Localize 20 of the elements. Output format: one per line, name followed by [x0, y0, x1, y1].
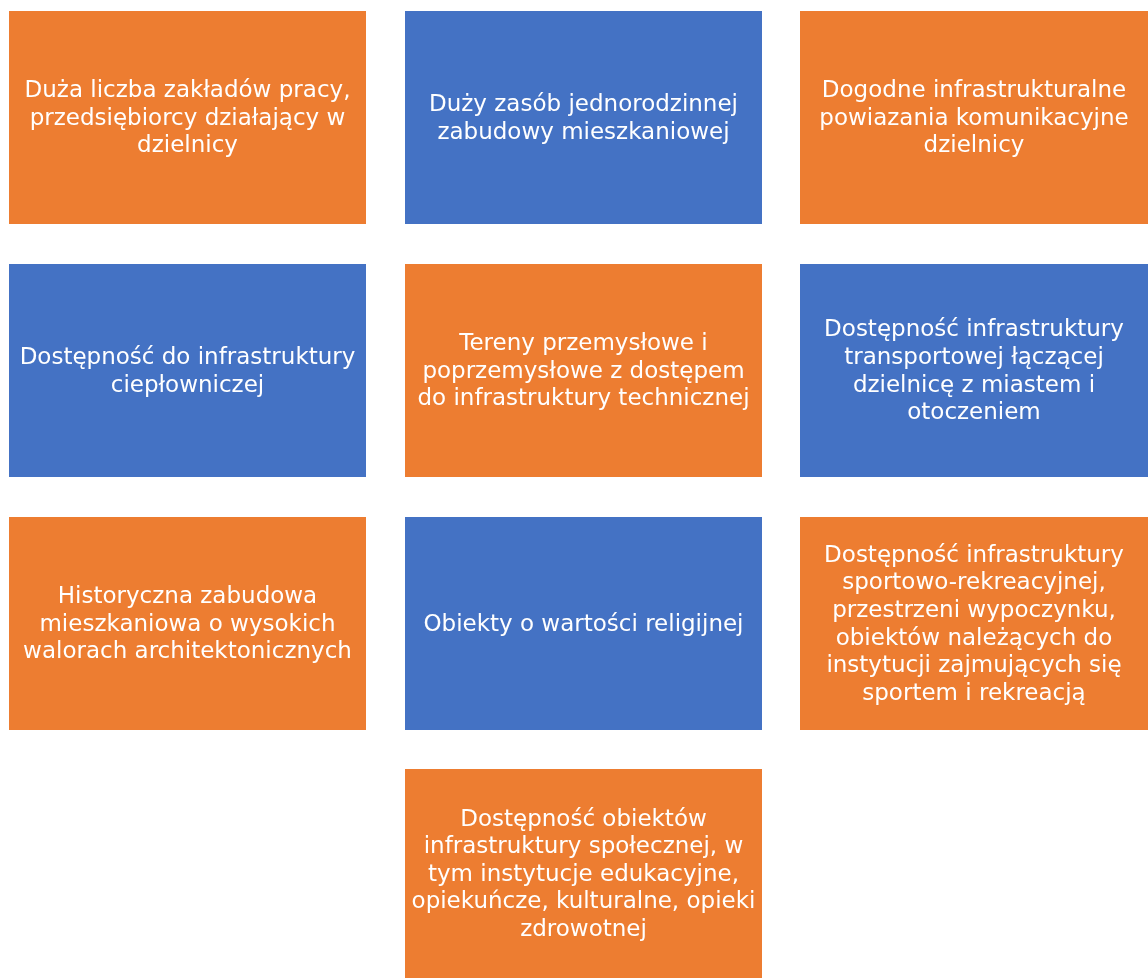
box-text: Dogodne infrastrukturalne powiazania komunikacyjne dzielnicy	[818, 76, 1130, 159]
box-text: Dostępność infrastruktury sportowo-rekreacyjnej, przestrzeni wypoczynku, obiektów należących do instytucji zajmujących się sportem i rekreacją	[823, 540, 1125, 707]
box-text: Dostępność infrastruktury transportowej łączącej dzielnicę z miastem i otoczeniem	[823, 315, 1125, 426]
text-box	[9, 264, 366, 477]
box-text: Tereny przemysłowe i poprzemysłowe z dostępem do infrastruktury technicznej	[416, 329, 751, 412]
text-box	[800, 517, 1148, 730]
text-box	[9, 517, 366, 730]
text-box	[405, 769, 762, 978]
box-text: Historyczna zabudowa mieszkaniowa o wysokich walorach architektonicznych	[22, 582, 353, 665]
text-box	[405, 11, 762, 224]
text-box	[9, 11, 366, 224]
box-text: Duża liczba zakładów pracy, przedsiębiorcy działający w dzielnicy	[23, 76, 352, 159]
box-text: Dostępność do infrastruktury ciepłowniczej	[18, 342, 357, 399]
box-text: Duży zasób jednorodzinnej zabudowy mieszkaniowej	[428, 89, 739, 146]
box-text: Dostępność obiektów infrastruktury społecznej, w tym instytucje edukacyjne, opiekuńcze, kulturalne, opieki zdrowotnej	[411, 804, 756, 943]
text-box	[405, 517, 762, 730]
box-text: Obiekty o wartości religijnej	[423, 609, 744, 638]
text-box	[800, 11, 1148, 224]
text-box	[405, 264, 762, 477]
text-box	[800, 264, 1148, 477]
